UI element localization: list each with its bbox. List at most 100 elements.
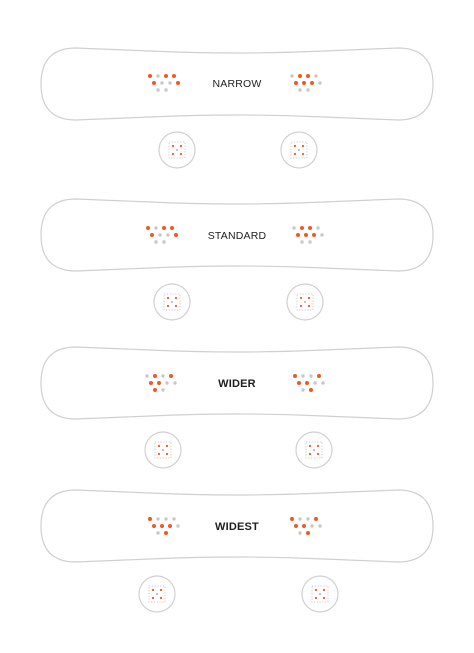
active-insert-dot	[306, 74, 310, 78]
inactive-insert-dot	[176, 524, 180, 528]
disc-pattern	[296, 293, 314, 311]
inactive-insert-dot	[164, 88, 168, 92]
active-insert-dot	[153, 388, 157, 392]
board-widest: WIDEST	[40, 489, 434, 613]
inactive-insert-dot	[314, 74, 318, 78]
active-insert-dot	[148, 74, 152, 78]
inactive-insert-dot	[165, 381, 169, 385]
inactive-insert-dot	[168, 81, 172, 85]
disc-hole	[166, 304, 170, 308]
snowboard-outline	[40, 346, 434, 420]
inactive-insert-dot	[162, 240, 166, 244]
inactive-insert-dot	[309, 374, 313, 378]
board-narrow: NARROW	[40, 47, 434, 169]
inactive-insert-dot	[301, 374, 305, 378]
disc-hole	[151, 596, 155, 600]
disc-hole	[174, 296, 178, 300]
active-insert-dot	[297, 381, 301, 385]
disc-hole	[301, 144, 305, 148]
inactive-insert-dot	[173, 381, 177, 385]
disc-hole	[293, 152, 297, 156]
active-insert-dot	[294, 81, 298, 85]
inactive-insert-dot	[306, 88, 310, 92]
inactive-insert-dot	[164, 517, 168, 521]
stance-label: STANDARD	[208, 230, 267, 242]
board-wider: WIDER	[40, 346, 434, 469]
active-insert-dot	[157, 381, 161, 385]
active-insert-dot	[162, 226, 166, 230]
disc-hole	[171, 144, 175, 148]
active-insert-dot	[148, 517, 152, 521]
inactive-insert-dot	[316, 226, 320, 230]
disc-hole	[299, 296, 303, 300]
disc-pattern	[311, 585, 329, 603]
inactive-insert-dot	[161, 374, 165, 378]
inactive-insert-dot	[160, 81, 164, 85]
active-insert-dot	[305, 381, 309, 385]
active-insert-dot	[317, 374, 321, 378]
inactive-insert-dot	[156, 517, 160, 521]
active-insert-dot	[153, 374, 157, 378]
inactive-insert-dot	[320, 233, 324, 237]
inactive-insert-dot	[308, 240, 312, 244]
stance-label: NARROW	[212, 78, 261, 90]
disc-hole	[312, 448, 316, 452]
active-insert-dot	[169, 374, 173, 378]
disc-hole	[322, 596, 326, 600]
active-insert-dot	[314, 517, 318, 521]
disc-hole	[303, 300, 307, 304]
inactive-insert-dot	[318, 524, 322, 528]
disc-hole	[157, 452, 161, 456]
rear-binding-disc-icon	[280, 131, 318, 169]
inactive-insert-dot	[161, 388, 165, 392]
inactive-insert-dot	[313, 381, 317, 385]
inactive-insert-dot	[154, 226, 158, 230]
disc-hole	[308, 444, 312, 448]
inactive-insert-dot	[298, 88, 302, 92]
disc-hole	[307, 296, 311, 300]
inactive-insert-dot	[166, 233, 170, 237]
disc-hole	[155, 592, 159, 596]
inactive-insert-dot	[310, 524, 314, 528]
disc-hole	[161, 448, 165, 452]
disc-hole	[322, 588, 326, 592]
disc-hole	[314, 596, 318, 600]
active-insert-dot	[294, 524, 298, 528]
disc-hole	[314, 588, 318, 592]
front-binding-inserts	[145, 374, 177, 392]
active-insert-dot	[152, 81, 156, 85]
disc-pattern	[168, 141, 186, 159]
active-insert-dot	[290, 517, 294, 521]
active-insert-dot	[150, 233, 154, 237]
front-binding-disc-icon	[144, 431, 182, 469]
inactive-insert-dot	[158, 233, 162, 237]
disc-hole	[316, 444, 320, 448]
disc-hole	[175, 148, 179, 152]
disc-pattern	[148, 585, 166, 603]
active-insert-dot	[296, 233, 300, 237]
rear-binding-disc-icon	[295, 431, 333, 469]
disc-hole	[157, 444, 161, 448]
disc-hole	[301, 152, 305, 156]
active-insert-dot	[149, 381, 153, 385]
active-insert-dot	[306, 531, 310, 535]
inactive-insert-dot	[321, 381, 325, 385]
active-insert-dot	[309, 388, 313, 392]
disc-hole	[170, 300, 174, 304]
rear-binding-disc-icon	[301, 575, 339, 613]
disc-pattern	[163, 293, 181, 311]
inactive-insert-dot	[156, 74, 160, 78]
rear-binding-inserts	[290, 517, 322, 535]
rear-binding-inserts	[292, 226, 324, 244]
active-insert-dot	[168, 524, 172, 528]
inactive-insert-dot	[145, 374, 149, 378]
active-insert-dot	[174, 233, 178, 237]
front-binding-inserts	[148, 517, 180, 535]
disc-hole	[318, 592, 322, 596]
rear-binding-inserts	[293, 374, 325, 392]
active-insert-dot	[160, 524, 164, 528]
active-insert-dot	[300, 226, 304, 230]
disc-hole	[316, 452, 320, 456]
front-binding-disc-icon	[158, 131, 196, 169]
